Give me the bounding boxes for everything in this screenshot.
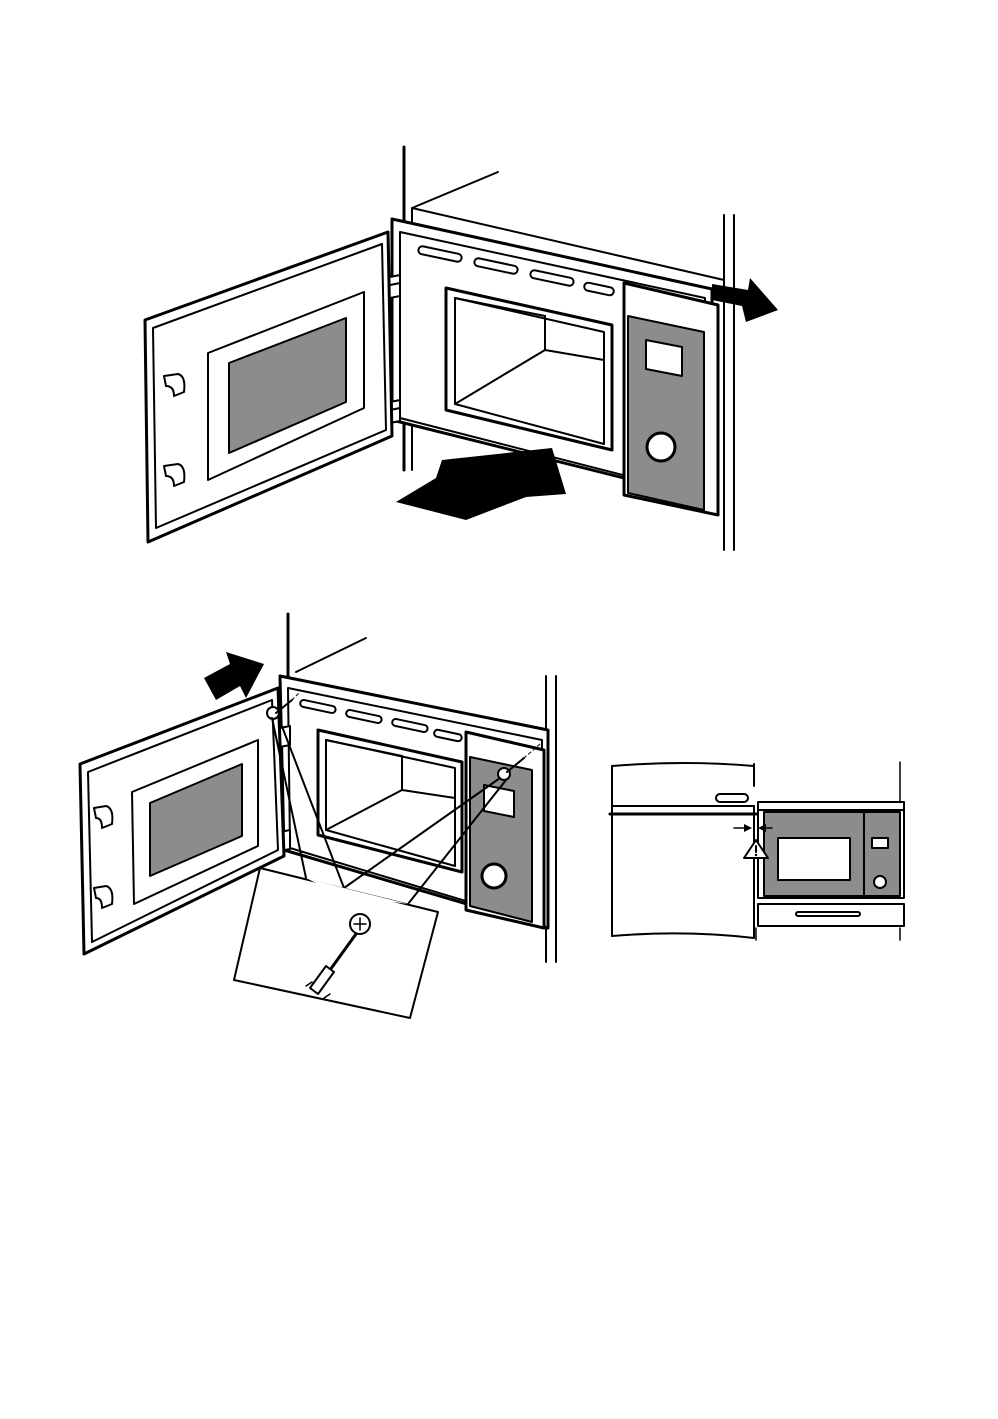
figure-2-fasten <box>80 614 556 1018</box>
figure-3-gap-check <box>610 762 904 940</box>
control-knob-icon <box>482 864 506 888</box>
cabinet-handle <box>716 794 748 802</box>
adjacent-cabinet <box>610 763 756 938</box>
figure-1-slide-in <box>145 147 778 550</box>
drawer-handle <box>796 912 860 916</box>
control-panel <box>466 732 544 928</box>
control-knob-icon <box>647 433 675 461</box>
open-door <box>145 232 392 542</box>
control-knob-icon <box>874 876 886 888</box>
display-window <box>646 340 682 376</box>
push-arrow-icon <box>204 652 264 700</box>
push-arrow-icon <box>396 448 566 520</box>
control-panel <box>624 283 718 515</box>
built-in-microwave <box>756 762 904 940</box>
door-window <box>778 838 850 880</box>
display-window <box>872 838 888 848</box>
direction-arrow-icon <box>712 278 778 322</box>
